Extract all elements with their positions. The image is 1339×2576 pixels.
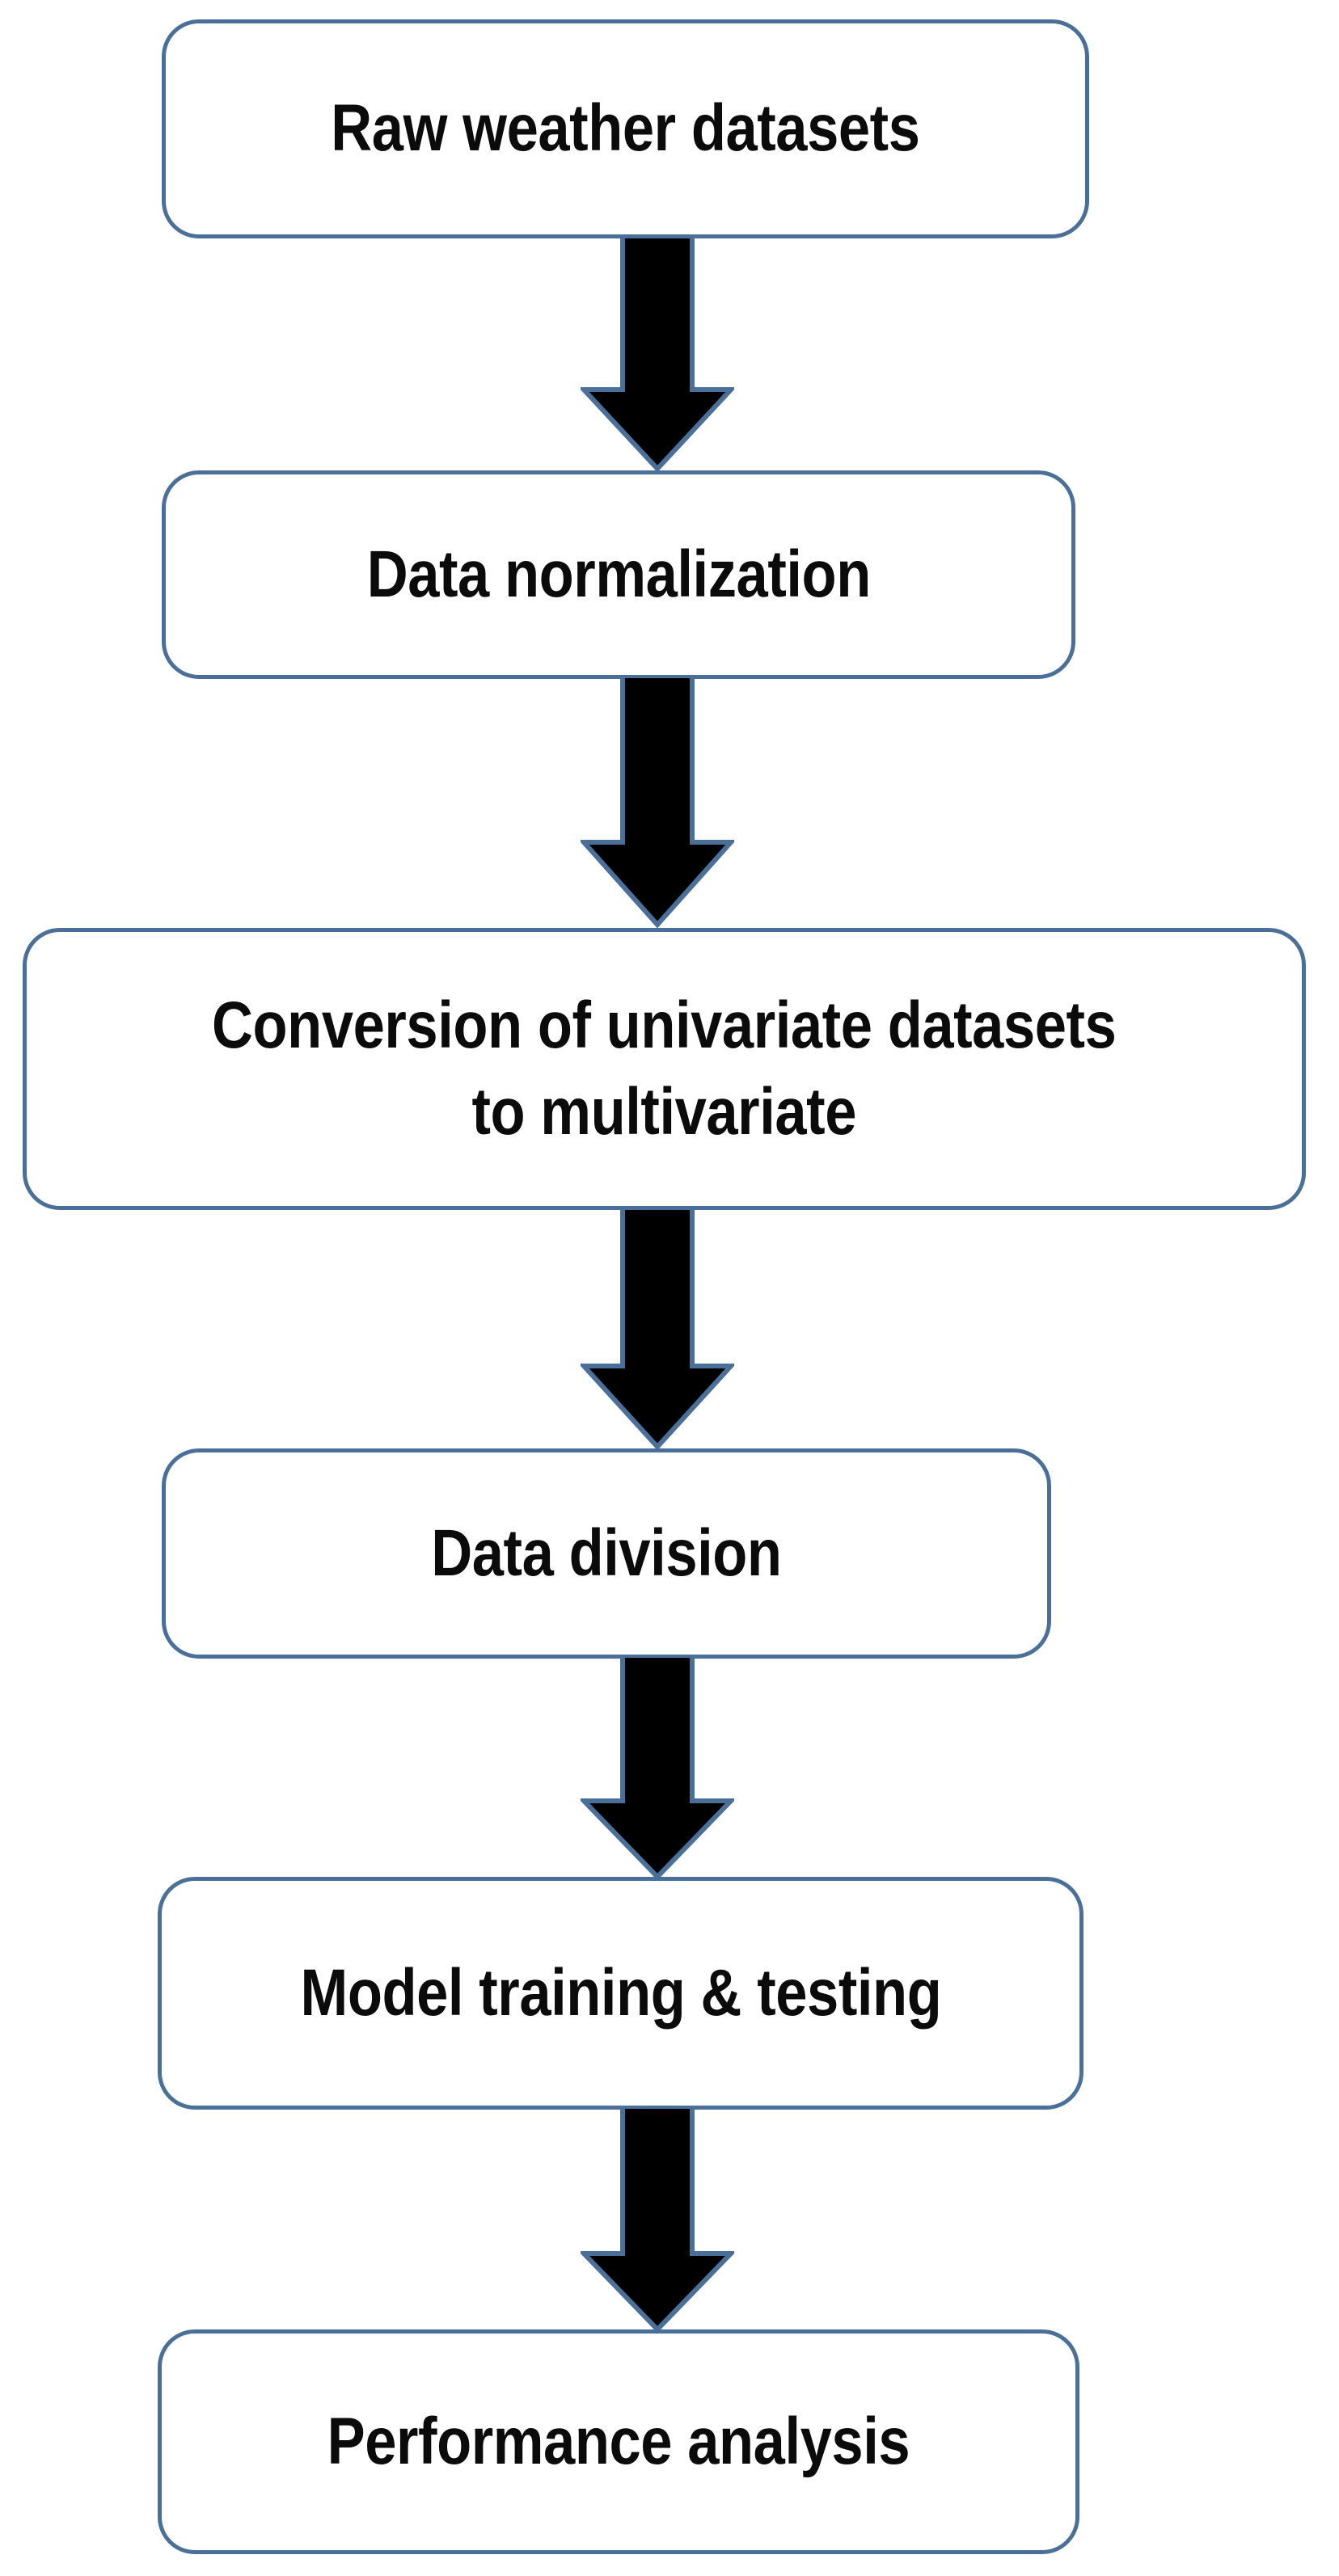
arrow-down-raw-to-normalization	[581, 236, 734, 472]
node-label-data-division: Data division	[431, 1516, 782, 1590]
node-raw-weather-datasets[interactable]: Raw weather datasets	[162, 19, 1089, 238]
node-label-data-normalization: Data normalization	[366, 537, 871, 611]
arrow-down-conversion-to-division	[581, 1208, 734, 1450]
arrow-down-icon	[581, 676, 734, 928]
node-label-conversion-univariate-to-multivariate: Conversion of univariate datasets to mul…	[212, 988, 1117, 1149]
node-conversion-univariate-to-multivariate[interactable]: Conversion of univariate datasets to mul…	[23, 928, 1306, 1210]
arrow-down-icon	[581, 2106, 734, 2333]
arrow-down-icon	[581, 236, 734, 472]
arrow-down-normalization-to-conversion	[581, 676, 734, 928]
arrow-down-division-to-training	[581, 1655, 734, 1880]
node-label-model-training-testing: Model training & testing	[300, 1955, 941, 2030]
node-label-raw-weather-datasets: Raw weather datasets	[331, 91, 920, 166]
node-data-normalization[interactable]: Data normalization	[162, 470, 1075, 679]
arrow-down-icon	[581, 1655, 734, 1880]
arrow-down-icon	[581, 1208, 734, 1450]
node-label-performance-analysis: Performance analysis	[327, 2404, 910, 2478]
node-data-division[interactable]: Data division	[162, 1448, 1051, 1659]
node-model-training-testing[interactable]: Model training & testing	[158, 1877, 1083, 2110]
node-performance-analysis[interactable]: Performance analysis	[158, 2329, 1079, 2554]
arrow-down-training-to-performance	[581, 2106, 734, 2333]
